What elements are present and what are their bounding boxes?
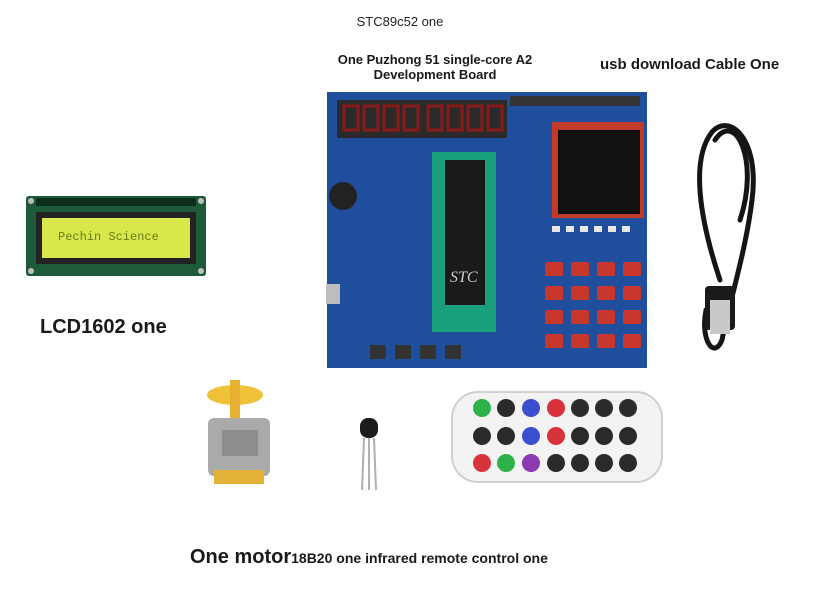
buzzer xyxy=(329,182,357,210)
usb-cable xyxy=(697,123,756,351)
lcd-module: Pechin Science xyxy=(26,196,206,276)
board-caption: One Puzhong 51 single-core A2 Developmen… xyxy=(300,52,570,82)
development-board: STC xyxy=(326,92,647,368)
lcd-screen xyxy=(42,218,190,258)
remote-caption: infrared remote control one xyxy=(365,550,548,566)
mcu-chip xyxy=(445,160,485,305)
board-caption-line2: Development Board xyxy=(373,67,497,82)
sensor-caption: 18B20 one xyxy=(291,550,362,566)
motor-caption: One motor xyxy=(190,546,292,568)
usb-plug xyxy=(710,300,730,334)
lcd-caption: LCD1602 one xyxy=(40,316,167,338)
motor xyxy=(207,380,270,484)
button-matrix xyxy=(545,262,641,348)
ir-remote xyxy=(451,391,663,483)
bottom-caption: One motor18B20 one infrared remote contr… xyxy=(190,546,548,569)
chip-caption: STC89c52 one xyxy=(356,14,444,29)
tft-screen xyxy=(558,130,640,214)
board-caption-line1: One Puzhong 51 single-core A2 xyxy=(337,52,533,67)
chip-logo: STC xyxy=(450,269,478,286)
temperature-sensor xyxy=(360,418,378,491)
cable-caption: usb download Cable One xyxy=(600,56,780,73)
lcd-screen-text: Pechin Science xyxy=(58,230,159,244)
